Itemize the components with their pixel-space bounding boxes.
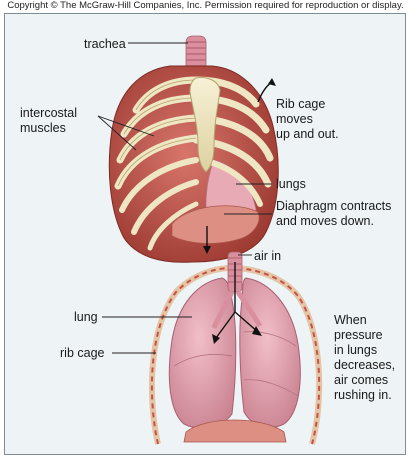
air-arrowhead-left — [212, 334, 220, 344]
label-pressure-line1: When — [334, 313, 367, 327]
leader-intercostal-1 — [97, 115, 155, 137]
copyright-notice: Copyright © The McGraw-Hill Companies, I… — [7, 0, 404, 11]
rib-motion-arrowhead — [268, 78, 276, 86]
sternum — [189, 77, 221, 173]
diaphragm-dome — [171, 205, 260, 244]
leader-intercostal-2 — [97, 115, 137, 151]
label-diaphragm-line2: and moves down. — [276, 214, 374, 228]
label-pressure-line2: pressure — [334, 328, 383, 342]
right-lung — [239, 277, 301, 428]
label-lung: lung — [74, 310, 98, 324]
label-pressure-line5: air comes — [334, 373, 389, 387]
label-rib-cage-moves-line3: up and out. — [276, 127, 339, 141]
label-lungs: lungs — [276, 177, 306, 191]
label-pressure-line3: in lungs — [334, 343, 378, 357]
label-intercostal-line1: intercostal — [20, 106, 77, 120]
label-trachea: trachea — [84, 37, 126, 51]
label-air-in: air in — [254, 249, 282, 263]
label-pressure-line4: decreases, — [334, 358, 396, 372]
label-rib-cage-moves-line1: Rib cage — [276, 97, 326, 111]
label-rib-cage-moves-line2: moves — [276, 112, 313, 126]
lungs-illustration — [148, 251, 323, 445]
leader-lines — [97, 42, 272, 354]
down-arrowhead — [203, 246, 211, 254]
label-rib-cage: rib cage — [60, 346, 105, 360]
trachea-lower — [211, 251, 263, 329]
air-arrowhead-right — [252, 326, 262, 336]
diaphragm-flat — [183, 419, 287, 443]
air-flow-arrows — [215, 262, 259, 339]
rib-cage-illustration — [108, 35, 279, 263]
label-intercostal-line2: muscles — [20, 121, 66, 135]
label-pressure-line6: rushing in. — [334, 388, 392, 402]
label-diaphragm-line1: Diaphragm contracts — [276, 199, 392, 213]
